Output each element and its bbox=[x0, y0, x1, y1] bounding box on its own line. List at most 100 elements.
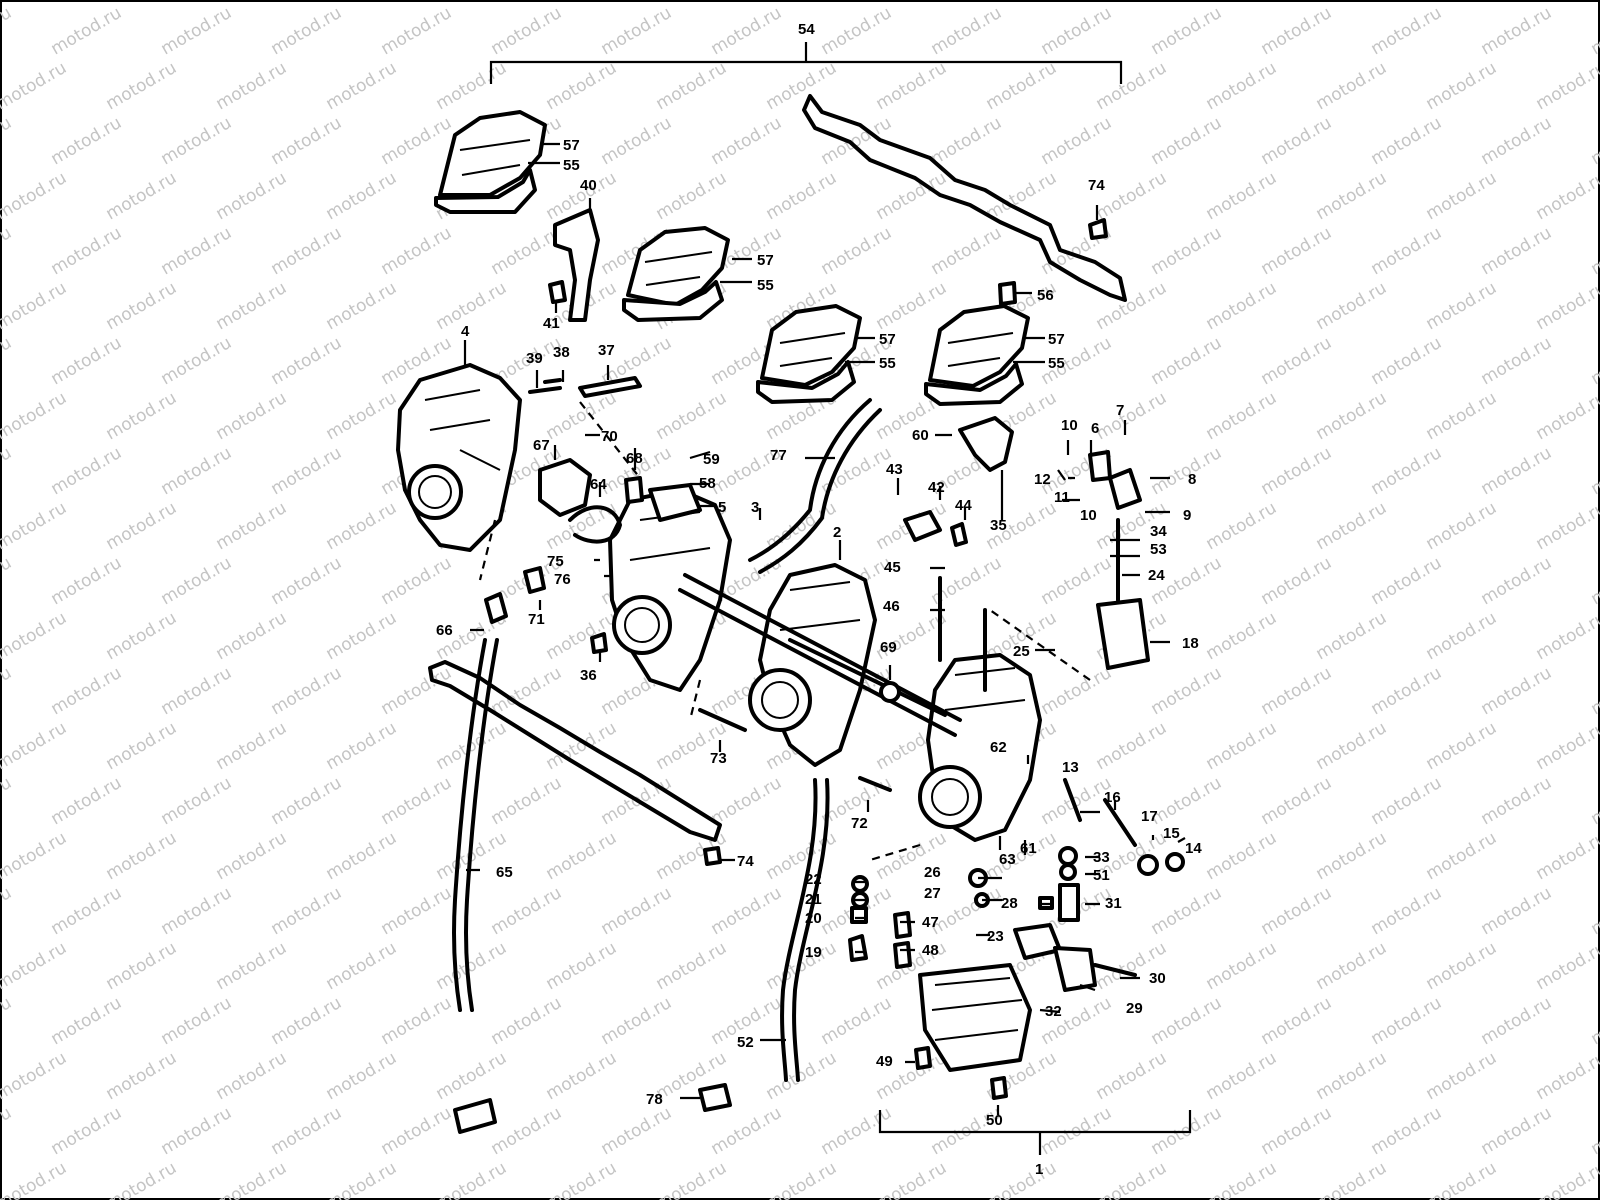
callout-72: 72 bbox=[851, 815, 868, 832]
callout-65: 65 bbox=[496, 864, 513, 881]
float-bowl-32-detail bbox=[931, 977, 1023, 1041]
callout-57-b: 57 bbox=[757, 252, 774, 269]
callout-27: 27 bbox=[924, 885, 941, 902]
callout-51: 51 bbox=[1093, 867, 1110, 884]
callout-52: 52 bbox=[737, 1034, 754, 1051]
callout-78: 78 bbox=[646, 1091, 663, 1108]
screw-31 bbox=[1058, 883, 1080, 922]
callout-40: 40 bbox=[580, 177, 597, 194]
callout-44: 44 bbox=[955, 497, 972, 514]
callout-50: 50 bbox=[986, 1112, 1003, 1129]
callout-34: 34 bbox=[1150, 523, 1167, 540]
callout-17: 17 bbox=[1141, 808, 1158, 825]
hose-77 bbox=[748, 398, 872, 562]
screw-74-upper bbox=[1088, 218, 1108, 240]
callout-32: 32 bbox=[1045, 1003, 1062, 1020]
hose-52 bbox=[780, 778, 818, 1082]
hose-65 bbox=[451, 638, 487, 1012]
callout-75: 75 bbox=[547, 553, 564, 570]
leaders-right bbox=[1035, 420, 1170, 652]
callout-13: 13 bbox=[1062, 759, 1079, 776]
lower-mounting-plate bbox=[428, 660, 722, 842]
callout-48: 48 bbox=[922, 942, 939, 959]
callout-23: 23 bbox=[987, 928, 1004, 945]
callout-55-d: 55 bbox=[1048, 355, 1065, 372]
carburetor-body-2 bbox=[748, 563, 877, 767]
pins-72-73 bbox=[698, 708, 892, 792]
callout-19: 19 bbox=[805, 944, 822, 961]
leaders-mid bbox=[553, 433, 952, 560]
callout-61: 61 bbox=[1020, 840, 1037, 857]
callout-69: 69 bbox=[880, 639, 897, 656]
callout-62: 62 bbox=[990, 739, 1007, 756]
callout-57-c: 57 bbox=[879, 331, 896, 348]
callout-30: 30 bbox=[1149, 970, 1166, 987]
callout-35: 35 bbox=[990, 517, 1007, 534]
callout-47: 47 bbox=[922, 914, 939, 931]
callout-54: 54 bbox=[798, 21, 815, 38]
callout-10-b: 10 bbox=[1080, 507, 1097, 524]
screw-36 bbox=[590, 632, 608, 654]
carburetor-body-4 bbox=[396, 363, 522, 552]
screw-56 bbox=[998, 281, 1017, 306]
leaders-covers bbox=[528, 142, 1045, 364]
part-6 bbox=[1088, 450, 1112, 482]
fitting-66 bbox=[484, 592, 508, 624]
screw-50 bbox=[990, 1076, 1008, 1100]
ring-69 bbox=[879, 681, 901, 703]
leaders-top bbox=[463, 198, 1099, 388]
callout-12: 12 bbox=[1034, 471, 1051, 488]
lever-67 bbox=[538, 458, 592, 517]
cap-78 bbox=[698, 1083, 732, 1112]
callout-55-b: 55 bbox=[757, 277, 774, 294]
callout-58: 58 bbox=[699, 475, 716, 492]
pin-30 bbox=[1093, 963, 1137, 977]
callout-20: 20 bbox=[805, 910, 822, 927]
leaders-right-small bbox=[1057, 469, 1080, 502]
detached-clip bbox=[453, 1098, 497, 1134]
bracket-35 bbox=[958, 416, 1014, 472]
callout-59: 59 bbox=[703, 451, 720, 468]
screw-74-lower bbox=[703, 846, 722, 866]
callout-labels: 54 57 55 40 74 57 55 56 41 4 57 55 57 55… bbox=[436, 21, 1202, 1178]
callout-74-b: 74 bbox=[737, 853, 754, 870]
callout-64: 64 bbox=[590, 476, 607, 493]
diaphragm-cover-2 bbox=[622, 226, 730, 322]
diaphragm-cover-4 bbox=[924, 304, 1030, 406]
callout-28: 28 bbox=[1001, 895, 1018, 912]
throttle-shaft bbox=[678, 573, 962, 737]
callout-31: 31 bbox=[1105, 895, 1122, 912]
callout-56: 56 bbox=[1037, 287, 1054, 304]
float-23 bbox=[1013, 923, 1062, 960]
callout-6: 6 bbox=[1091, 420, 1099, 437]
callout-18: 18 bbox=[1182, 635, 1199, 652]
float-29 bbox=[1053, 946, 1097, 992]
callout-11: 11 bbox=[1054, 489, 1070, 506]
callout-55-c: 55 bbox=[879, 355, 896, 372]
screw-41 bbox=[548, 280, 567, 304]
spring-44 bbox=[950, 522, 968, 547]
spring-pin-37-39 bbox=[528, 376, 642, 398]
bracket-group-1 bbox=[878, 1110, 1192, 1155]
callout-38: 38 bbox=[553, 344, 570, 361]
callout-1: 1 bbox=[1035, 1161, 1043, 1178]
washer-22 bbox=[851, 875, 869, 893]
callout-36: 36 bbox=[580, 667, 597, 684]
callout-63: 63 bbox=[999, 851, 1016, 868]
leaders-bottom bbox=[466, 858, 1000, 1115]
callout-49: 49 bbox=[876, 1053, 893, 1070]
callout-25: 25 bbox=[1013, 643, 1030, 660]
spring-64 bbox=[568, 505, 622, 544]
callout-24: 24 bbox=[1148, 567, 1165, 584]
callout-45: 45 bbox=[884, 559, 901, 576]
leaders-lower bbox=[470, 558, 1117, 855]
upper-mounting-plate bbox=[802, 94, 1127, 302]
cap-68 bbox=[624, 476, 644, 504]
callout-39: 39 bbox=[526, 350, 543, 367]
washer-51 bbox=[1059, 863, 1077, 881]
callout-3: 3 bbox=[751, 499, 759, 516]
oring-33 bbox=[1058, 846, 1078, 866]
callout-33: 33 bbox=[1093, 849, 1110, 866]
callout-60: 60 bbox=[912, 427, 929, 444]
